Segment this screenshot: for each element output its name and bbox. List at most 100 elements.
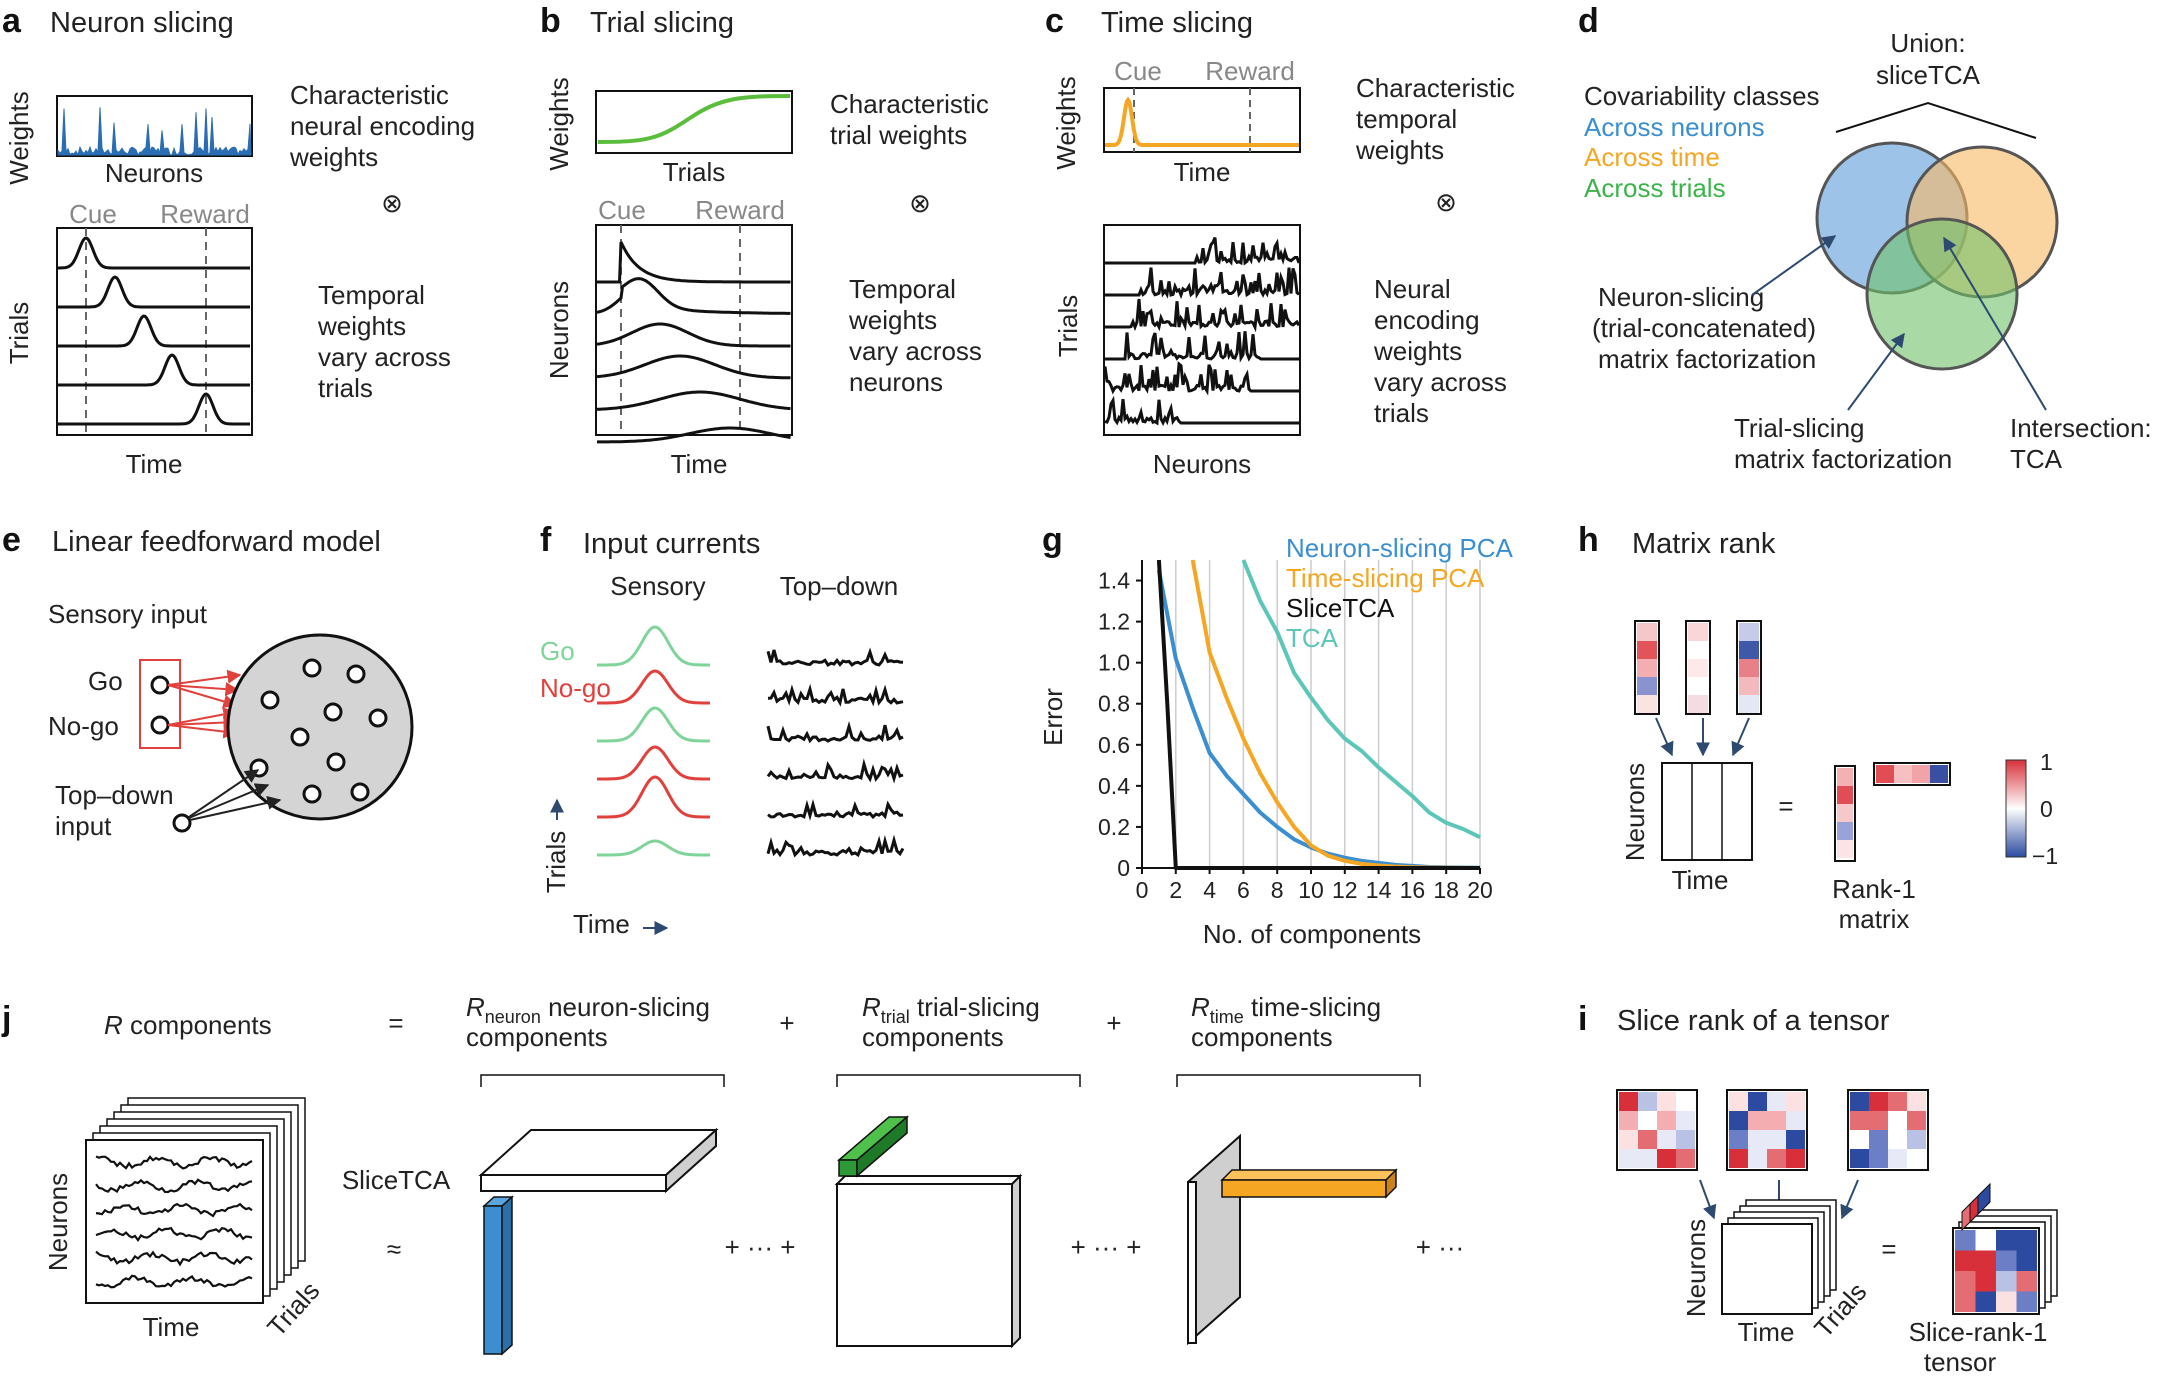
- panel-e-neuron: [302, 658, 322, 678]
- panel-f-topdown-traces: [766, 647, 905, 858]
- panel-h-vector-cell: [1637, 677, 1657, 695]
- panel-h-vector-cell: [1637, 695, 1657, 713]
- panel-c-neuron-trace: [1105, 237, 1301, 267]
- panel-i-slice-cell: [1619, 1130, 1638, 1149]
- panel-i-rank1-cell: [1955, 1250, 1976, 1271]
- panel-e-sensory-arrows: [167, 669, 242, 739]
- panel-e-nogo-node: [150, 715, 170, 735]
- panel-j-time-bar-front: [1221, 1179, 1387, 1198]
- panel-h-arrow-1: [1655, 717, 1674, 757]
- panel-b-cue-label: Cue: [598, 195, 646, 225]
- panel-j-neuron-title: Rneuron neuron-slicing: [466, 992, 710, 1027]
- panel-c-label: c: [1045, 2, 1064, 40]
- panel-j-trial-bracket: [836, 1074, 1081, 1087]
- panel-i-rank1-fiber-cell: [1977, 1182, 1991, 1216]
- panel-c-weights-box: [1103, 87, 1301, 153]
- panel-b-traces-box: [595, 224, 793, 436]
- panel-h-vector-cell: [1637, 641, 1657, 659]
- panel-j-tensor-trace: [95, 1178, 253, 1194]
- panel-j-neuron-bar-front: [483, 1205, 503, 1355]
- panel-j-neurons-label: Neurons: [43, 1173, 73, 1271]
- panel-g-label: g: [1042, 521, 1063, 559]
- panel-i-slice-cell: [1619, 1149, 1638, 1168]
- panel-i-slice-cell: [1888, 1111, 1907, 1130]
- panel-c: c Time slicing Cue Reward Weights Time C…: [1045, 2, 1515, 479]
- panel-e-population: [226, 633, 414, 821]
- chart-legend-time-slicing: Time-slicing PCA: [1286, 563, 1485, 593]
- panel-i-rank1-cell: [1975, 1271, 1996, 1292]
- panel-i-slice-cell: [1748, 1130, 1767, 1149]
- panel-c-neuron-trace: [1105, 331, 1299, 363]
- panel-i-slice-cell: [1638, 1149, 1657, 1168]
- panel-i-tensor-front: [1721, 1223, 1813, 1315]
- chart-series-line: [1156, 559, 1480, 870]
- panel-j: j R components = Rneuron neuron-slicing …: [1, 992, 1464, 1356]
- panel-c-traces-box: [1103, 224, 1301, 436]
- panel-i-slice-cell: [1729, 1149, 1748, 1168]
- panel-b-neuron-trace: [596, 277, 791, 315]
- panel-i-slice-cell: [1869, 1111, 1888, 1130]
- panel-b-desc2-4: neurons: [849, 367, 943, 397]
- panel-h-rank1-column-cell: [1837, 786, 1853, 804]
- panel-c-desc2-5: trials: [1374, 398, 1429, 428]
- panel-j-time-sub: time: [1210, 1007, 1244, 1027]
- panel-a-desc2-3: vary across: [318, 342, 451, 372]
- panel-h-colorbar: [2005, 759, 2027, 858]
- panel-i-rank1-cell: [1955, 1230, 1976, 1251]
- panel-c-cue-label: Cue: [1114, 56, 1162, 86]
- panel-h-cbar-bot: −1: [2032, 843, 2058, 869]
- panel-j-r-components: R components: [104, 1010, 272, 1040]
- chart-y-tick-label: 1.2: [1098, 609, 1130, 635]
- panel-a-trial-trace: [58, 392, 250, 426]
- panel-i-slice-cell: [1767, 1149, 1786, 1168]
- panel-h-matrix: [1661, 762, 1753, 861]
- panel-c-desc2-2: encoding: [1374, 305, 1480, 335]
- panel-h-neurons-label: Neurons: [1620, 763, 1650, 861]
- panel-j-time-rest: time-slicing: [1244, 992, 1381, 1022]
- panel-e-label: e: [2, 521, 21, 559]
- panel-i-slice-cell: [1786, 1149, 1805, 1168]
- panel-h-equals: =: [1778, 791, 1793, 821]
- panel-c-neuron-trace: [1105, 298, 1301, 333]
- panel-j-r-rest: components: [123, 1010, 272, 1040]
- panel-c-neurons-label: Neurons: [1153, 449, 1251, 479]
- panel-h-vector-cell: [1739, 641, 1759, 659]
- panel-j-plus-2: +: [1106, 1008, 1121, 1038]
- panel-i-arrow-1: [1699, 1179, 1717, 1220]
- panel-i-rank1-cell: [1975, 1230, 1996, 1251]
- panel-h-vector-cell: [1688, 659, 1708, 677]
- panel-j-neuron-bar-side: [501, 1195, 513, 1356]
- panel-e-arrow-topdown-2: [188, 783, 270, 819]
- panel-i-time-label: Time: [1738, 1317, 1795, 1347]
- chart-x-axis-label: No. of components: [1203, 919, 1421, 949]
- panel-e-arrow-go-3: [167, 684, 238, 709]
- panel-j-neuron-bracket: [480, 1074, 725, 1087]
- panel-j-tensor-trace: [95, 1250, 253, 1267]
- panel-j-neuron-slab-front: [480, 1174, 667, 1192]
- panel-d-trial-slicing-2: matrix factorization: [1734, 444, 1952, 474]
- panel-e-neuron: [302, 784, 322, 804]
- panel-a-desc-3: weights: [289, 142, 378, 172]
- panel-i-slice-cell: [1676, 1111, 1695, 1130]
- panel-i-tensor: [1721, 1199, 1837, 1315]
- panel-i-slice-cell: [1850, 1111, 1869, 1130]
- panel-i-rank1-cell: [1955, 1271, 1976, 1292]
- panel-i-slice-cell: [1767, 1092, 1786, 1111]
- panel-e-sensory-box: [139, 659, 181, 749]
- panel-h-vector-cell: [1739, 623, 1759, 641]
- chart-x-tick-label: 4: [1203, 877, 1216, 903]
- panel-i-slice-cell: [1767, 1130, 1786, 1149]
- panel-f-topdown-trace: [766, 647, 904, 668]
- panel-e: e Linear feedforward model Sensory input…: [2, 521, 414, 841]
- panel-c-weights-label: Weights: [1051, 76, 1081, 169]
- panel-b-neuron-trace: [597, 241, 791, 284]
- panel-b-neuron-trace: [596, 322, 791, 348]
- panel-j-time-bracket: [1176, 1074, 1421, 1087]
- panel-j-plus-dots-1: + ··· +: [725, 1232, 796, 1262]
- panel-a-trial-trace: [58, 275, 250, 309]
- panel-f-time-label: Time: [573, 909, 630, 939]
- panel-j-trial-bar-front: [838, 1159, 858, 1177]
- panel-b-weights-label: Weights: [544, 77, 574, 170]
- panel-h-vector-cell: [1739, 677, 1759, 695]
